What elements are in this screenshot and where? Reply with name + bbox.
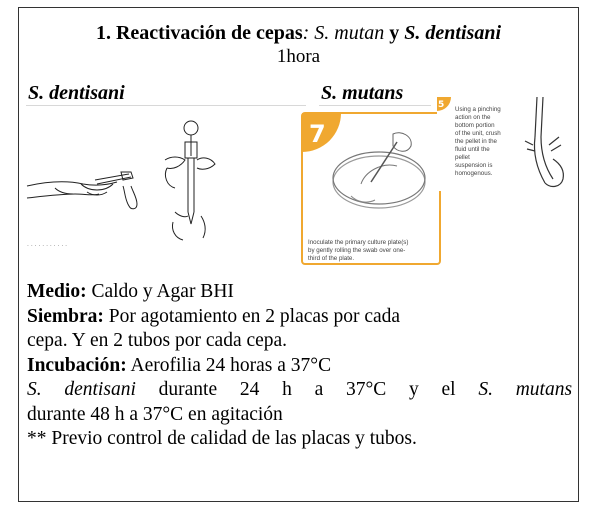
incubacion-label: Incubación: — [27, 354, 127, 376]
incubacion-line: Incubación: Aerofilia 24 horas a 37°C — [27, 354, 572, 379]
detail-mid: durante 24 h a 37°C y el — [158, 379, 456, 400]
title-species-1: S. mutan — [314, 22, 385, 44]
title-colon: : — [302, 22, 310, 44]
label-mutans: S. mutans — [321, 82, 404, 104]
detail-species-1: S. dentisani — [27, 379, 136, 400]
title-number: 1. — [95, 22, 111, 44]
step-5-caption: Using a pinching action on the bottom po… — [455, 106, 502, 177]
title-bold: Reactivación de cepas — [115, 22, 303, 44]
label-dentisani: S. dentisani — [28, 82, 125, 104]
protocol-details: Medio: Caldo y Agar BHI Siembra: Por ago… — [27, 280, 572, 452]
step-5-badge — [437, 97, 451, 111]
swab-hand-illustration: . . . . . . . . . . . — [26, 171, 138, 248]
detail-line-1: S. dentisani durante 24 h a 37°C y el S.… — [27, 378, 572, 403]
incubacion-text: Aerofilia 24 horas a 37°C — [130, 354, 332, 376]
siembra-line-1: Siembra: Por agotamiento en 2 placas por… — [27, 305, 572, 330]
step-5-number: 5 — [438, 100, 444, 110]
divider-left — [26, 105, 306, 106]
svg-text:. . . . . . . . . . .: . . . . . . . . . . . — [27, 241, 67, 248]
step-7-card: 7 Inoculate the primary culture plate(s)… — [301, 112, 441, 265]
step-7-badge — [302, 113, 341, 152]
siembra-line-2: cepa. Y en 2 tubos por cada cepa. — [27, 330, 288, 351]
medio-text: Caldo y Agar BHI — [91, 281, 234, 302]
step-5-card: 5 Using a pinching action on the bottom … — [437, 97, 577, 191]
title-species-2: S. dentisani — [404, 22, 501, 44]
section-title: 1. Reactivación de cepas: S. mutan y S. … — [19, 22, 578, 44]
siembra-label: Siembra: — [27, 305, 104, 327]
detail-species-2: S. mutans — [478, 379, 573, 400]
medio-line: Medio: Caldo y Agar BHI — [27, 280, 572, 305]
detail-line-2: durante 48 h a 37°C en agitación — [27, 403, 283, 425]
siembra-text-1: Por agotamiento en 2 placas por cada — [108, 305, 401, 327]
title-conjunction: y — [389, 22, 400, 44]
step-7-caption: Inoculate the primary culture plate(s) b… — [308, 239, 410, 262]
medio-label: Medio: — [27, 281, 87, 302]
step-7-number: 7 — [309, 120, 326, 148]
divider-mid — [319, 105, 431, 106]
quality-note: ** Previo control de calidad de las plac… — [27, 428, 417, 449]
dropper-vial-illustration — [164, 120, 216, 241]
protocol-box: 1. Reactivación de cepas: S. mutan y S. … — [18, 7, 579, 502]
duration: 1hora — [276, 46, 321, 67]
